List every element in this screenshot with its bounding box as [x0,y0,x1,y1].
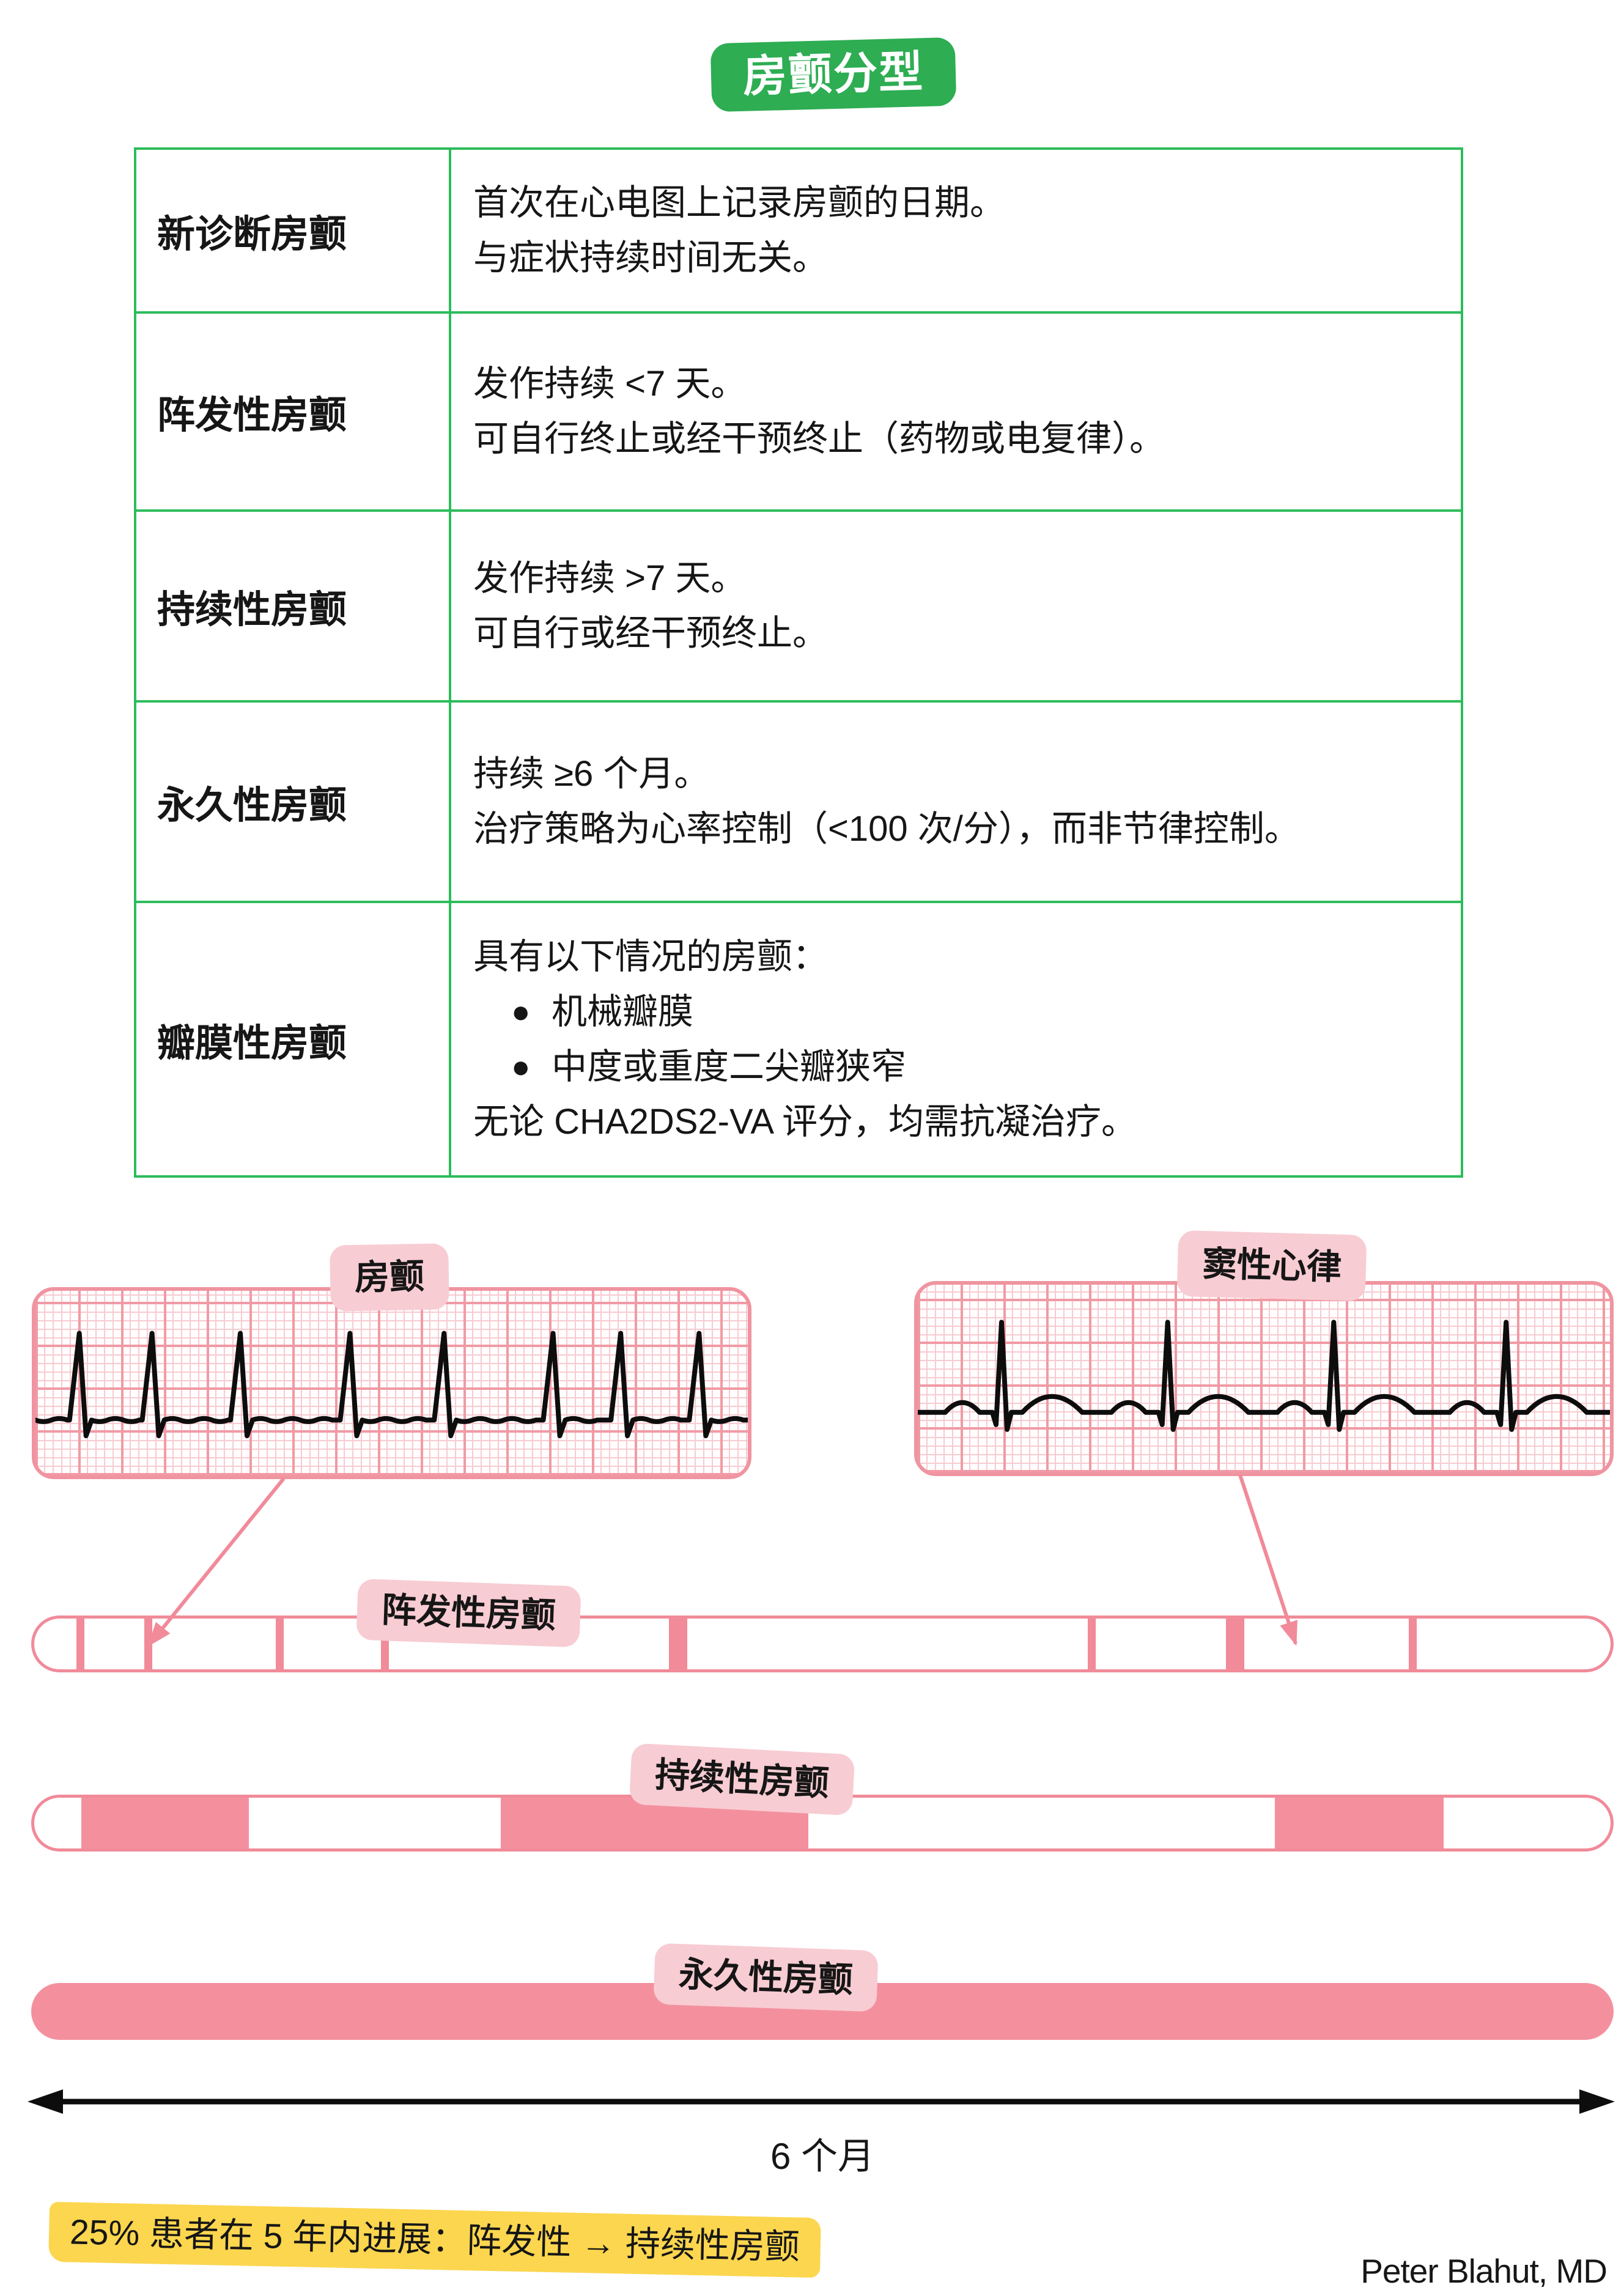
table-term-new-diagnosis: 新诊断房颤 [157,213,347,256]
timeline-bar-paroxysmal [31,1615,1614,1672]
label-af: 房颤 [330,1243,449,1312]
bullet-text: 中度或重度二尖瓣狭窄 [552,1046,907,1087]
six-month-label: 6 个月 [770,2136,875,2177]
table-term-persistent: 持续性房颤 [136,509,449,700]
timeline-bar-persistent [31,1795,1614,1852]
af-episode-stripe [1409,1619,1417,1669]
af-episode-segment [1274,1798,1444,1848]
bullet-icon: ● [511,1049,531,1085]
progression-note: 25% 患者在 5 年内进展：阵发性 → 持续性房颤 [48,2201,821,2278]
table-desc-valvular: 具有以下情况的房颤： ● 机械瓣膜 ● 中度或重度二尖瓣狭窄 无论 CHA2DS… [449,901,1461,1175]
desc-line: 可自行终止或经干预终止（药物或电复律）。 [473,419,1165,459]
desc-bullet-line: ● 中度或重度二尖瓣狭窄 [473,1039,1446,1095]
desc-line: 发作持续 >7 天。 [473,558,747,598]
desc-line: 持续 ≥6 个月。 [473,754,710,794]
page-title: 房颤分型 [710,37,957,113]
table-term-valvular: 瓣膜性房颤 [136,901,449,1175]
af-classification-table: 新诊断房颤 首次在心电图上记录房颤的日期。 与症状持续时间无关。 阵发性房颤 发… [134,147,1463,1178]
six-month-arrow [28,2089,1615,2114]
ecg-trace-af [35,1331,748,1439]
table-desc-new-diagnosis: 首次在心电图上记录房颤的日期。 与症状持续时间无关。 [449,150,1461,311]
af-episode-segment [81,1798,249,1848]
table-term-permanent: 永久性房颤 [136,700,449,901]
ecg-trace-sinus-svg [918,1320,1610,1432]
af-episode-stripe [1088,1619,1096,1669]
arrowhead-left-icon [28,2089,63,2114]
label-persistent-af: 持续性房颤 [629,1743,855,1816]
table-desc-persistent: 发作持续 >7 天。 可自行或经干预终止。 [449,509,1461,700]
desc-line: 可自行或经干预终止。 [473,613,829,653]
af-episode-stripe [144,1619,153,1669]
ecg-strip-af [32,1287,751,1479]
desc-line: 首次在心电图上记录房颤的日期。 [473,183,1006,223]
label-permanent-af: 永久性房颤 [653,1943,879,2012]
desc-line: 与症状持续时间无关。 [473,238,829,278]
table-term-paroxysmal: 阵发性房颤 [136,311,449,509]
ecg-strip-sinus [914,1281,1614,1476]
af-episode-stripe [668,1619,687,1669]
af-episode-stripe [76,1619,84,1669]
arrowhead-right-icon [1579,2089,1615,2114]
author-signature: Peter Blahut, MD [1360,2252,1607,2290]
label-paroxysmal-af: 阵发性房颤 [356,1578,581,1648]
desc-bullet-line: ● 机械瓣膜 [473,984,1446,1039]
af-episode-stripe [1226,1619,1245,1669]
table-desc-paroxysmal: 发作持续 <7 天。 可自行终止或经干预终止（药物或电复律）。 [449,311,1461,509]
desc-line: 发作持续 <7 天。 [473,364,747,404]
ecg-trace-sinus [918,1320,1610,1432]
af-episode-stripe [276,1619,284,1669]
ecg-trace-af-svg [35,1331,748,1439]
desc-line: 具有以下情况的房颤： [473,936,829,977]
bullet-icon: ● [511,994,531,1030]
label-sinus-rhythm: 窦性心律 [1176,1230,1367,1302]
desc-line: 无论 CHA2DS2-VA 评分，均需抗凝治疗。 [473,1101,1137,1142]
table-desc-permanent: 持续 ≥6 个月。 治疗策略为心率控制（<100 次/分），而非节律控制。 [449,700,1461,901]
bullet-text: 机械瓣膜 [552,991,694,1032]
desc-line: 治疗策略为心率控制（<100 次/分），而非节律控制。 [473,809,1300,849]
